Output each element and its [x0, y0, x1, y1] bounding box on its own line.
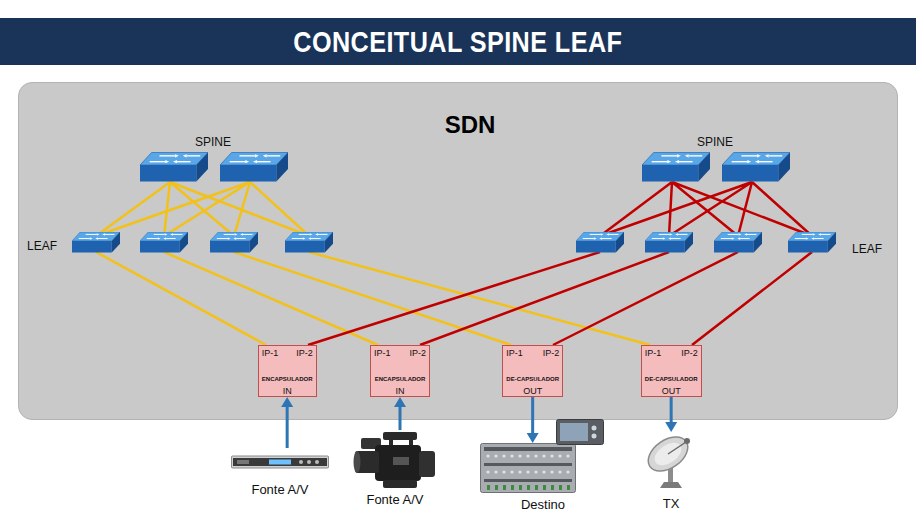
title-text: CONCEITUAL SPINE LEAF: [294, 25, 623, 59]
rack-unit-icon: [231, 452, 329, 472]
signal-arrow: [527, 397, 539, 443]
device-node: TX: [640, 432, 702, 512]
arrow-shaft: [670, 397, 673, 423]
text-row: TX: [620, 494, 722, 512]
text-row: IP-1 IP-2: [642, 348, 701, 358]
sdn-panel: SDN IP-1 IP-2ENCAPSULADOR IN IP-1 IP-2ENCAPSU…: [18, 82, 898, 420]
encapsulator-box: IP-1 IP-2ENCAPSULADOR IN: [370, 345, 430, 397]
text-row: IP-1 IP-2: [371, 348, 429, 358]
arrow-shaft: [399, 406, 402, 430]
port-label: IP-1: [506, 348, 523, 358]
monitor-icon: [556, 419, 604, 445]
signal-arrow: [281, 397, 293, 448]
text-row: LEAF: [852, 239, 882, 257]
box-title: ENCAPSULADOR: [375, 376, 426, 382]
text-row: DE-CAPSULADOR: [642, 367, 701, 385]
text-row: Fonte A/V: [205, 480, 355, 498]
leaf-switches: [72, 232, 836, 253]
arrow-head: [281, 397, 293, 407]
signal-arrow: [665, 397, 677, 432]
device-caption: Fonte A/V: [366, 492, 423, 507]
device-node: Fonte A/V: [225, 448, 335, 498]
text-row: IN: [371, 380, 429, 398]
arrow-head: [527, 433, 539, 443]
port-label: IP-2: [296, 348, 313, 358]
text-row: Fonte A/V: [328, 490, 462, 508]
spine-switches: [140, 152, 790, 181]
device-caption: Fonte A/V: [251, 482, 308, 497]
encapsulator-box: IP-1 IP-2ENCAPSULADOR IN: [258, 345, 317, 397]
box-title: DE-CAPSULADOR: [645, 376, 698, 382]
text-row: ENCAPSULADOR: [371, 367, 429, 385]
arrow-shaft: [531, 397, 534, 434]
direction-label: IN: [396, 386, 405, 396]
text-row: IP-1 IP-2: [503, 348, 562, 358]
text-row: ENCAPSULADOR: [259, 367, 316, 385]
port-label: IP-2: [543, 348, 560, 358]
box-title: ENCAPSULADOR: [262, 376, 313, 382]
red-links: [308, 182, 812, 345]
camera-icon: [353, 430, 437, 490]
text-row: SPINE: [195, 132, 231, 150]
port-label: IP-1: [374, 348, 391, 358]
text-row: IP-1 IP-2: [259, 348, 316, 358]
device-node: Fonte A/V: [348, 430, 442, 508]
tier-label: SPINE: [195, 135, 231, 149]
encapsulator-box: IP-1 IP-2DE-CAPSULADOR OUT: [641, 345, 702, 397]
text-row: SPINE: [697, 132, 733, 150]
arrow-shaft: [286, 406, 289, 448]
text-row: LEAF: [27, 236, 57, 254]
text-row: IN: [259, 380, 316, 398]
port-label: IP-1: [262, 348, 279, 358]
encapsulator-box: IP-1 IP-2DE-CAPSULADOR OUT: [502, 345, 563, 397]
direction-label: OUT: [523, 386, 542, 396]
port-label: IP-2: [681, 348, 698, 358]
tier-label: LEAF: [27, 239, 57, 253]
text-row: SDN: [370, 111, 570, 139]
title-bar: CONCEITUAL SPINE LEAF: [0, 18, 916, 65]
device-caption: Destino: [521, 497, 565, 512]
device-caption: TX: [663, 496, 680, 511]
direction-label: IN: [283, 386, 292, 396]
text-row: Destino: [458, 495, 628, 513]
port-label: IP-1: [645, 348, 662, 358]
arrow-head: [394, 397, 406, 407]
satellite-dish-icon: [642, 434, 700, 490]
panel-title: SDN: [445, 111, 496, 139]
audio-console-icon: [480, 443, 576, 493]
signal-arrow: [394, 397, 406, 430]
text-row: OUT: [503, 380, 562, 398]
direction-label: OUT: [662, 386, 681, 396]
tier-label: SPINE: [697, 135, 733, 149]
device-node: Destino: [478, 443, 608, 513]
text-row: DE-CAPSULADOR: [503, 367, 562, 385]
box-title: DE-CAPSULADOR: [506, 376, 559, 382]
tier-label: LEAF: [852, 242, 882, 256]
arrow-head: [665, 422, 677, 432]
port-label: IP-2: [409, 348, 426, 358]
text-row: OUT: [642, 380, 701, 398]
